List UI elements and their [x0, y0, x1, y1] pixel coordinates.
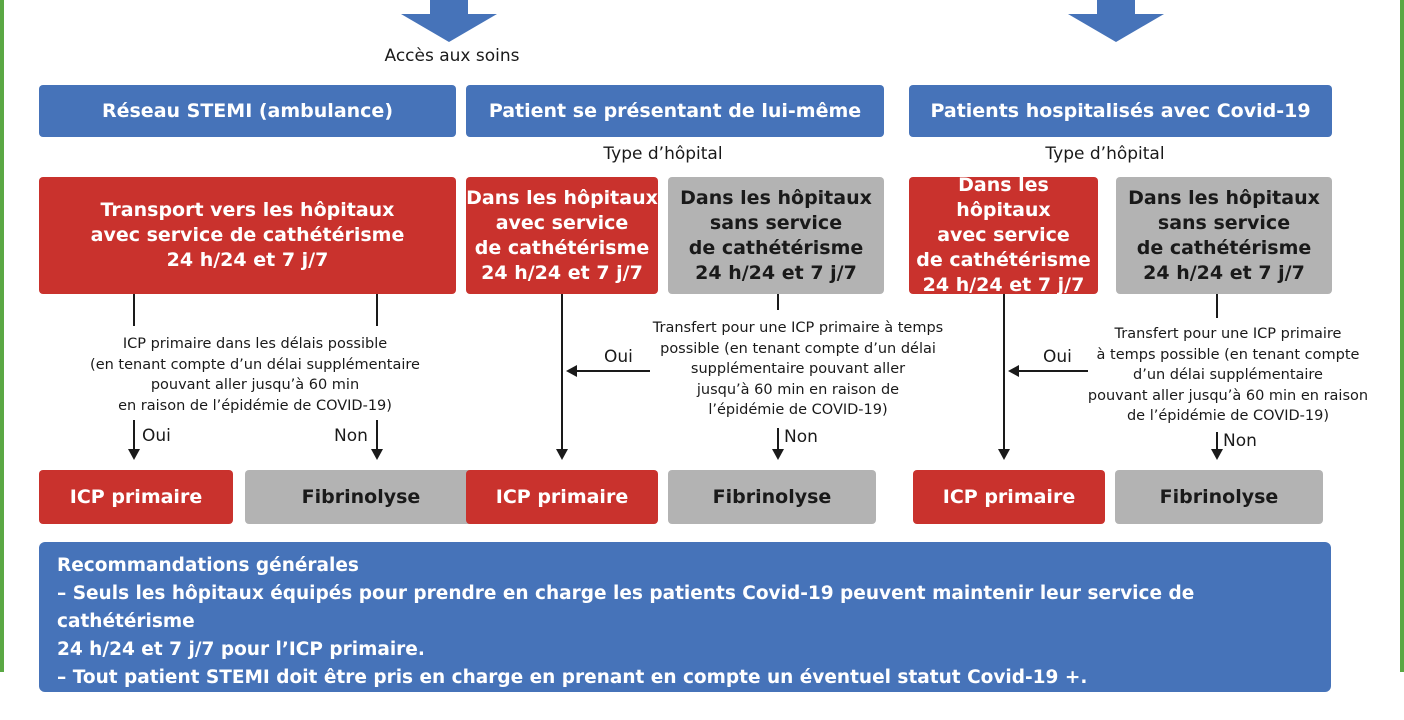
header-covid-hospitalized: Patients hospitalisés avec Covid-19 [909, 85, 1332, 137]
general-recommendations-panel: Recommandations générales – Seuls les hô… [39, 542, 1331, 716]
covid-transfer-note: Transfert pour une ICP primaire à temps … [1087, 326, 1369, 424]
connector-line [561, 294, 563, 451]
connector-line [777, 428, 779, 450]
frame-right-border [1400, 0, 1404, 672]
connector-line [376, 420, 378, 450]
stemi-condition-note: ICP primaire dans les délais possible (e… [90, 336, 420, 414]
outcome-icp-covid: ICP primaire [913, 470, 1105, 524]
arrowhead-down-icon [556, 449, 568, 460]
outcome-fibrinolysis-covid: Fibrinolyse [1115, 470, 1323, 524]
hospital-type-label-covid: Type d’hôpital [1045, 144, 1165, 164]
yes-label: Oui [142, 426, 171, 446]
outcome-icp-self: ICP primaire [466, 470, 658, 524]
self-with-service-box: Dans les hôpitaux avec service de cathét… [466, 177, 658, 294]
connector-line [376, 294, 378, 326]
outcome-fibrinolysis-self: Fibrinolyse [668, 470, 876, 524]
recommendation-item: – Seuls les hôpitaux équipés pour prendr… [57, 583, 1195, 660]
yes-label: Oui [604, 347, 633, 367]
header-stemi-network: Réseau STEMI (ambulance) [39, 85, 456, 137]
outcome-fibrinolysis-stemi: Fibrinolyse [245, 470, 477, 524]
arrowhead-down-icon [1211, 449, 1223, 460]
self-without-service-box: Dans les hôpitaux sans service de cathét… [668, 177, 884, 294]
hospital-type-label-self: Type d’hôpital [603, 144, 723, 164]
connector-line [777, 294, 779, 310]
recommendation-item: – Tout patient STEMI doit être pris en c… [57, 667, 1088, 688]
arrowhead-down-icon [772, 449, 784, 460]
arrowhead-down-icon [371, 449, 383, 460]
connector-line [1216, 294, 1218, 318]
connector-line [1003, 294, 1005, 451]
connector-line [576, 370, 650, 372]
recommendation-item: – Pratiquer une fibrinolyse uniquement e… [57, 695, 828, 716]
header-self-presenting: Patient se présentant de lui-même [466, 85, 884, 137]
arrowhead-left-icon [1008, 365, 1019, 377]
transport-box: Transport vers les hôpitaux avec service… [39, 177, 456, 294]
outcome-icp-stemi: ICP primaire [39, 470, 233, 524]
access-label: Accès aux soins [384, 46, 520, 66]
arrowhead-down-icon [128, 449, 140, 460]
covid-with-service-box: Dans les hôpitaux avec service de cathét… [909, 174, 1098, 296]
connector-line [1018, 370, 1088, 372]
no-label: Non [1223, 431, 1257, 451]
arrowhead-down-icon [998, 449, 1010, 460]
recommendations-title: Recommandations générales [57, 555, 359, 576]
covid-without-service-box: Dans les hôpitaux sans service de cathét… [1116, 177, 1332, 294]
frame-left-border [0, 0, 4, 672]
arrow-down-right-icon [1068, 0, 1164, 42]
connector-line [133, 294, 135, 326]
no-label: Non [784, 427, 818, 447]
connector-line [1216, 432, 1218, 450]
top-arrows [401, 0, 1164, 42]
self-transfer-note: Transfert pour une ICP primaire à temps … [652, 320, 944, 418]
yes-label: Oui [1043, 347, 1072, 367]
no-label: Non [334, 426, 368, 446]
arrowhead-left-icon [566, 365, 577, 377]
connector-line [133, 420, 135, 450]
arrow-down-left-icon [401, 0, 497, 42]
